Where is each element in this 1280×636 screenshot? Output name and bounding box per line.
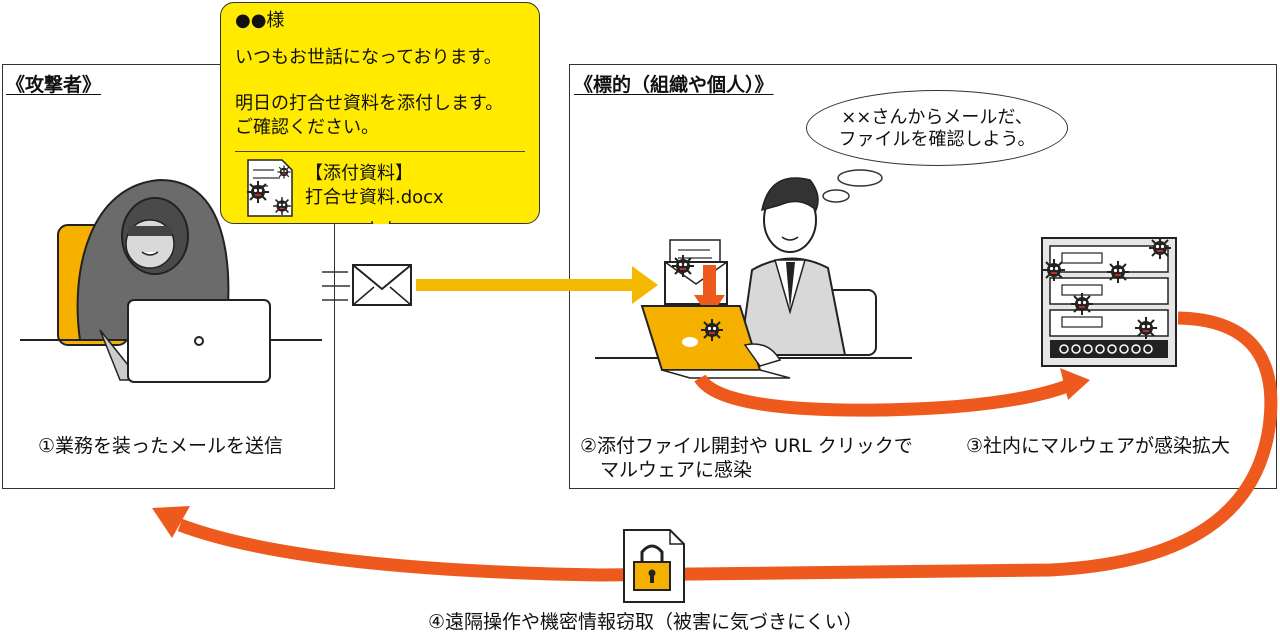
email-recipient: ●●様 <box>235 10 285 31</box>
target-title: 《標的（組織や個人）》 <box>574 74 774 96</box>
step3-label: ③社内にマルウェアが感染拡大 <box>966 435 1231 457</box>
server-rack-icon <box>1041 236 1177 367</box>
envelope-icon <box>322 264 412 306</box>
attachment-label: 【添付資料】 <box>305 163 413 184</box>
thought-line2: ファイルを確認しよう。 <box>838 129 1036 150</box>
attachment-file: 打合せ資料.docx <box>305 187 444 208</box>
thought-bubble: ××さんからメールだ、 ファイルを確認しよう。 <box>806 90 1068 166</box>
email-bubble: ●●様 いつもお世話になっております。 明日の打合せ資料を添付します。 ご確認く… <box>220 2 540 224</box>
opened-envelope-icon <box>664 239 728 305</box>
email-divider <box>235 151 525 152</box>
hacker-icon <box>20 178 322 383</box>
email-body-line1: 明日の打合せ資料を添付します。 <box>235 93 504 114</box>
target-laptop-icon <box>640 305 791 379</box>
step4-label: ④遠隔操作や機密情報窃取（被害に気づきにくい） <box>428 611 863 633</box>
email-greeting: いつもお世話になっております。 <box>235 47 502 68</box>
step1-label: ①業務を装ったメールを送信 <box>38 435 284 457</box>
padlock-document-icon <box>623 529 685 603</box>
document-icon <box>246 159 391 224</box>
step2-label-line2: マルウェアに感染 <box>600 459 753 481</box>
email-body-line2: ご確認ください。 <box>235 117 379 138</box>
attacker-title: 《攻撃者》 <box>6 74 102 96</box>
office-worker-icon <box>595 177 912 359</box>
send-arrow <box>416 266 658 304</box>
spread-arrow <box>694 368 1090 417</box>
thought-tail <box>822 169 883 203</box>
exfiltration-arrow <box>152 311 1278 582</box>
thought-line1: ××さんからメールだ、 <box>841 107 1033 128</box>
step2-label-line1: ②添付ファイル開封や URL クリックで <box>580 435 913 457</box>
